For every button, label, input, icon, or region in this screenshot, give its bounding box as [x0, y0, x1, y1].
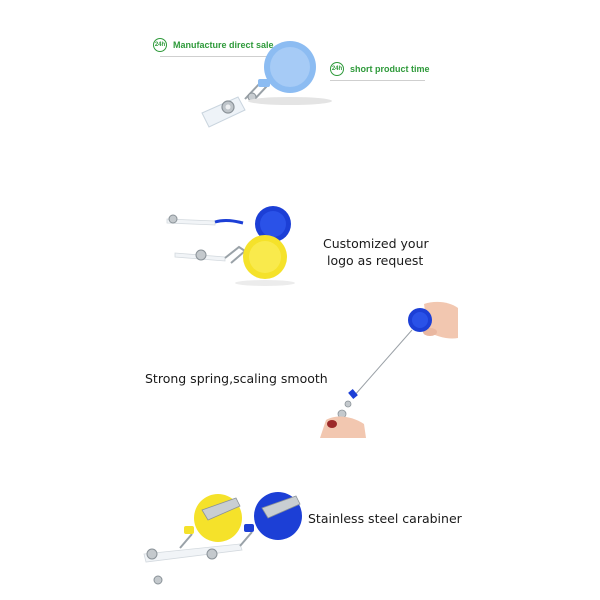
- tag-manufacture-direct-sale: 24h Manufacture direct sale: [153, 38, 274, 52]
- blue-yellow-reels-image: [166, 206, 295, 286]
- tag-text: Manufacture direct sale: [173, 40, 274, 50]
- clock-badge-icon: 24h: [330, 62, 344, 76]
- tag-text: short product time: [350, 64, 430, 74]
- caption-line-1: Customized your: [323, 236, 429, 251]
- tag-underline: [160, 56, 270, 57]
- caption-strong-spring: Strong spring,scaling smooth: [145, 371, 328, 386]
- light-blue-reel-image: [201, 41, 332, 128]
- clock-badge-icon: 24h: [153, 38, 167, 52]
- carabiner-reels-image: [143, 492, 302, 585]
- tag-short-product-time: 24h short product time: [330, 62, 430, 76]
- caption-stainless-carabiner: Stainless steel carabiner: [308, 511, 462, 526]
- caption-line-2: logo as request: [327, 253, 424, 268]
- tag-underline: [330, 80, 425, 81]
- hand-pulling-reel-image: [320, 301, 458, 438]
- caption-customized: Customized your logo as request: [323, 235, 429, 269]
